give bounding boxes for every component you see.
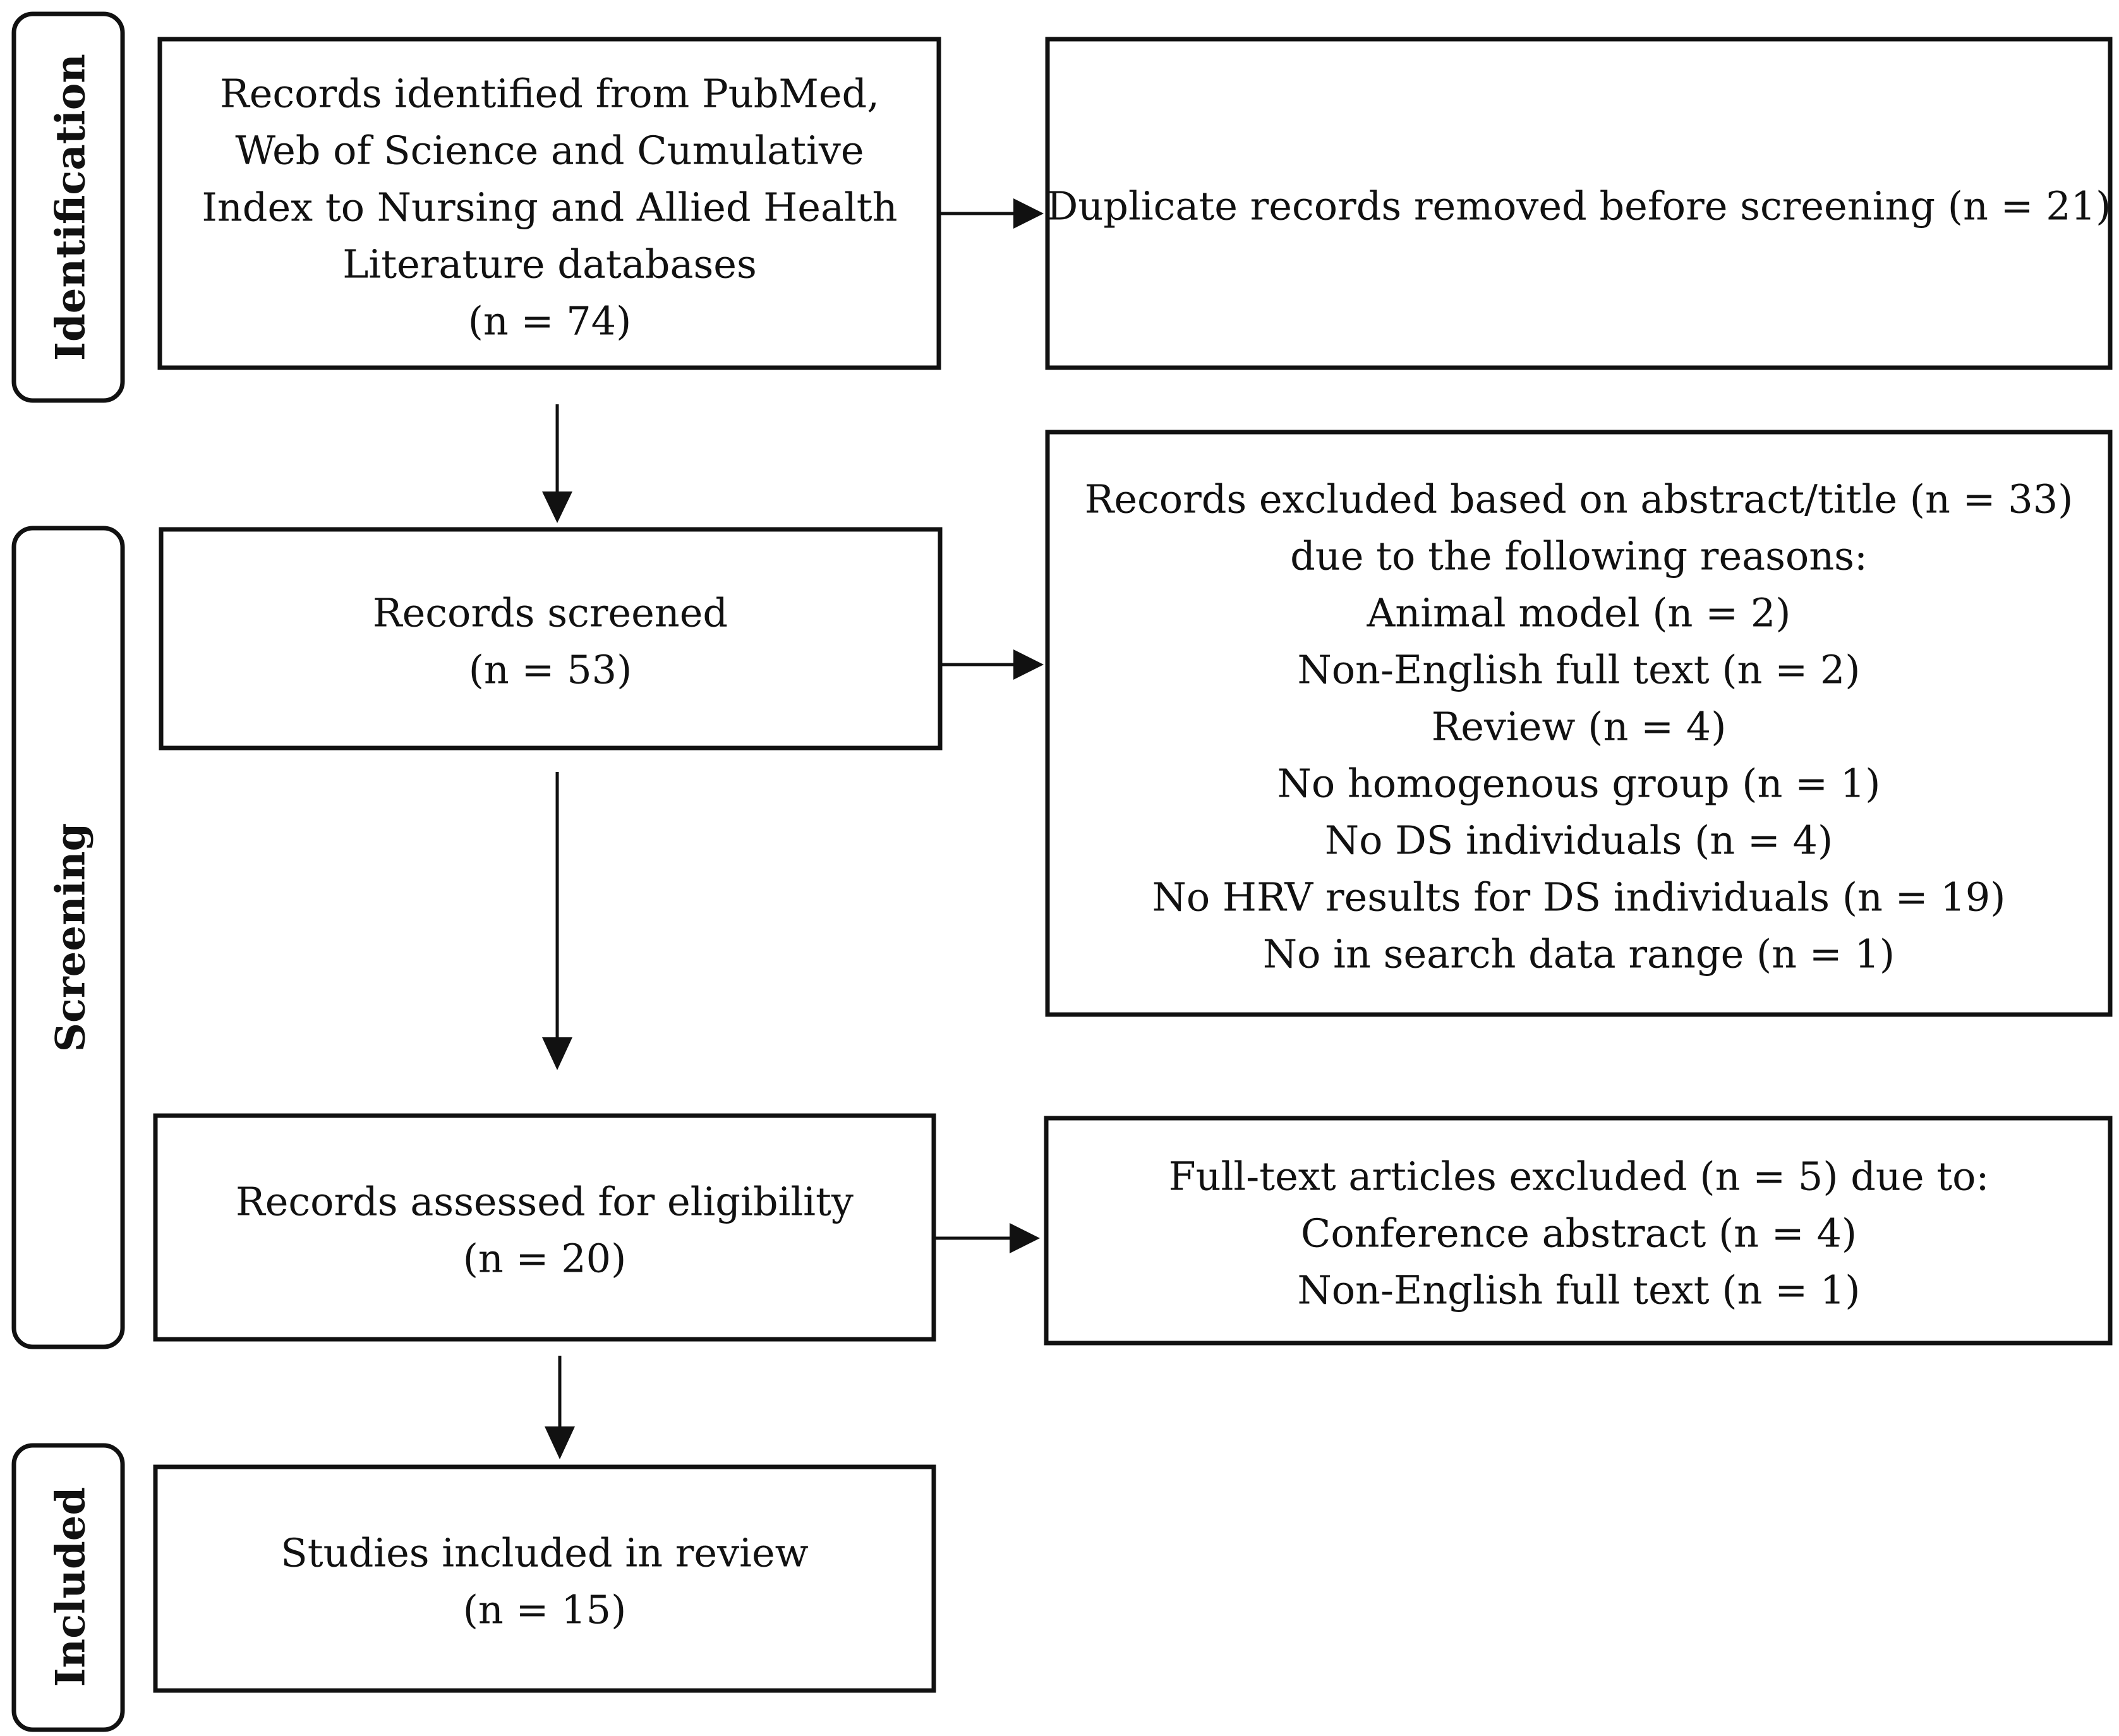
box-fulltext-excluded-text: Full-text articles excluded (n = 5) due … xyxy=(1169,1154,1989,1313)
box-text-line: Records excluded based on abstract/title… xyxy=(1085,476,2074,522)
box-text-line: Review (n = 4) xyxy=(1432,704,1727,750)
box-fulltext-excluded: Full-text articles excluded (n = 5) due … xyxy=(1044,1116,2113,1346)
box-text-line: Index to Nursing and Allied Health xyxy=(202,184,897,231)
box-records-identified: Records identified from PubMed, Web of Sc… xyxy=(157,37,941,370)
box-text-line: No DS individuals (n = 4) xyxy=(1325,817,1833,864)
arrow-eligibility-to-fulltext-excluded xyxy=(934,1223,1040,1253)
box-records-excluded-abstract: Records excluded based on abstract/title… xyxy=(1045,430,2113,1017)
box-records-screened: Records screened (n = 53) xyxy=(159,527,943,750)
stage-included-label: Included xyxy=(47,1487,95,1687)
box-text-line: No homogenous group (n = 1) xyxy=(1277,761,1881,807)
stage-identification-label: Identification xyxy=(47,54,95,361)
box-text-line: Records assessed for eligibility xyxy=(236,1179,854,1225)
box-text-line: Records identified from PubMed, xyxy=(220,71,879,117)
box-text-line: due to the following reasons: xyxy=(1290,533,1868,579)
box-text-line: Full-text articles excluded (n = 5) due … xyxy=(1169,1154,1989,1200)
box-records-eligibility-text: Records assessed for eligibility (n = 20) xyxy=(236,1179,854,1282)
box-text-line: (n = 15) xyxy=(463,1587,627,1633)
box-text-line: Animal model (n = 2) xyxy=(1367,590,1791,636)
stage-screening: Screening xyxy=(11,526,125,1349)
arrow-screened-to-eligibility xyxy=(542,772,572,1070)
box-text-line: No HRV results for DS individuals (n = 1… xyxy=(1152,874,2006,920)
box-records-identified-text: Records identified from PubMed, Web of Sc… xyxy=(202,71,897,344)
box-text-line: Web of Science and Cumulative xyxy=(235,128,864,174)
stage-included: Included xyxy=(11,1443,125,1732)
box-text-line: Studies included in review xyxy=(281,1530,809,1576)
box-text-line: Conference abstract (n = 4) xyxy=(1301,1210,1857,1257)
arrow-identified-to-screened xyxy=(542,404,572,523)
box-text-line: Records screened xyxy=(373,590,728,636)
box-text-line: Literature databases xyxy=(342,241,757,287)
stage-identification: Identification xyxy=(11,11,125,403)
box-duplicates-removed: Duplicate records removed before screeni… xyxy=(1045,37,2113,370)
box-studies-included-text: Studies included in review (n = 15) xyxy=(281,1530,809,1633)
box-text-line: Non-English full text (n = 1) xyxy=(1297,1267,1860,1313)
arrow-screened-to-excluded xyxy=(940,649,1044,680)
box-text-line: (n = 74) xyxy=(468,298,632,344)
box-records-eligibility: Records assessed for eligibility (n = 20) xyxy=(153,1113,936,1342)
box-text-line: No in search data range (n = 1) xyxy=(1263,931,1895,977)
arrow-eligibility-to-included xyxy=(545,1356,575,1459)
box-text-line: Non-English full text (n = 2) xyxy=(1297,647,1860,693)
box-text-line: Duplicate records removed before screeni… xyxy=(1047,183,2111,229)
box-text-line: (n = 20) xyxy=(463,1236,627,1282)
box-studies-included: Studies included in review (n = 15) xyxy=(153,1464,936,1693)
box-duplicates-removed-text: Duplicate records removed before screeni… xyxy=(1047,183,2111,229)
arrow-identified-to-duplicates xyxy=(939,198,1044,229)
box-text-line: (n = 53) xyxy=(469,647,632,693)
stage-screening-label: Screening xyxy=(47,823,95,1052)
box-records-screened-text: Records screened (n = 53) xyxy=(373,590,728,693)
box-records-excluded-abstract-text: Records excluded based on abstract/title… xyxy=(1085,476,2074,977)
